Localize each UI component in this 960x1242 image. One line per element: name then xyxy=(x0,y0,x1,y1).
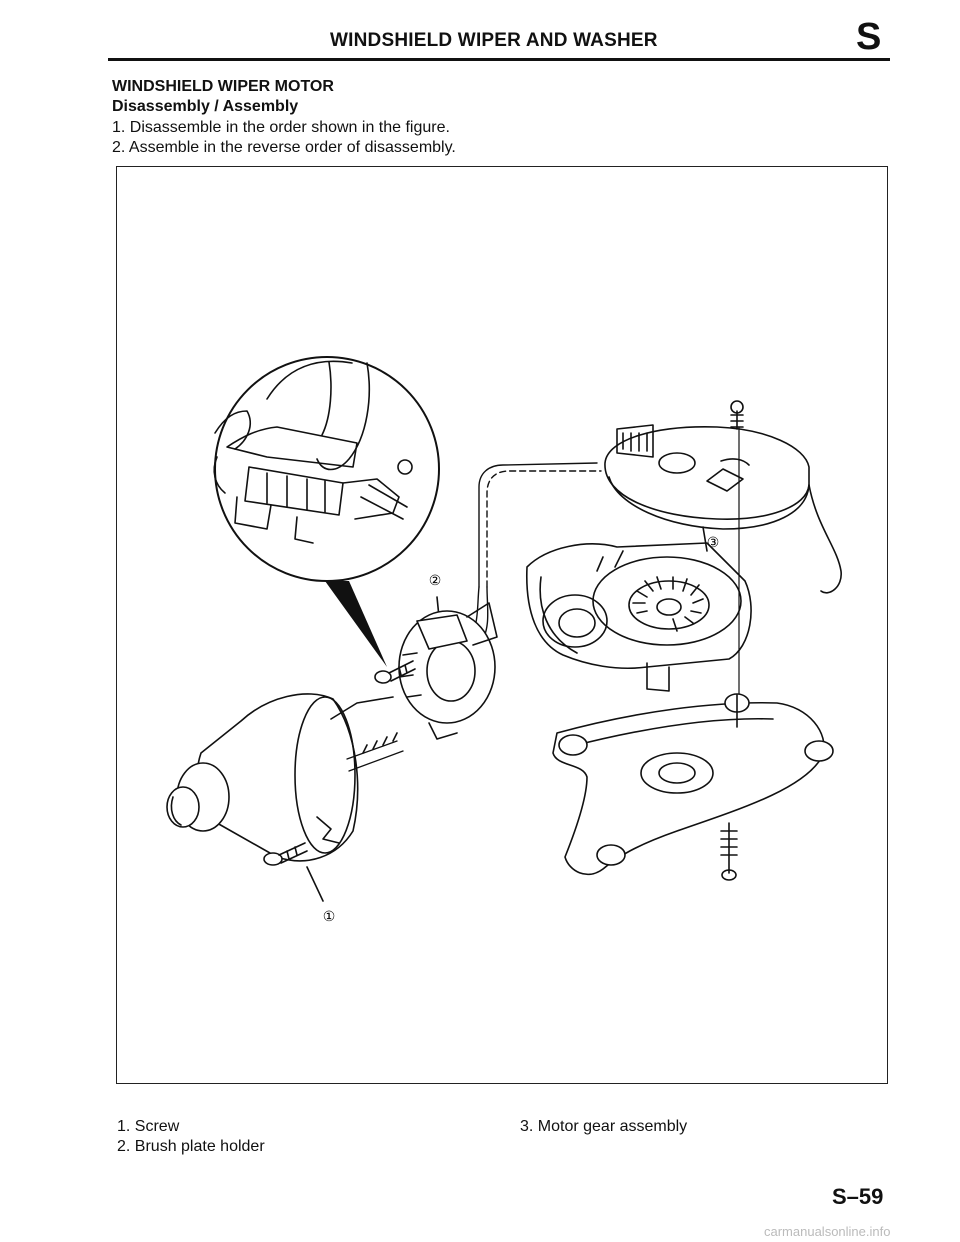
procedure-step: 1. Disassemble in the order shown in the… xyxy=(112,119,450,136)
brush-plate-holder xyxy=(398,602,498,740)
site-watermark: carmanualsonline.info xyxy=(764,1224,891,1239)
parts-legend-left: 1. Screw 2. Brush plate holder xyxy=(117,1117,265,1157)
procedure-step: 2. Assemble in the reverse order of disa… xyxy=(112,139,456,156)
leader-line xyxy=(702,526,708,552)
motor-gear-assembly xyxy=(526,542,752,692)
legend-item: 2. Brush plate holder xyxy=(117,1138,265,1155)
callout-marker-1: ① xyxy=(323,910,336,925)
gear-cover xyxy=(604,400,842,594)
page-header-title: WINDSHIELD WIPER AND WASHER xyxy=(330,30,658,51)
detail-pointer xyxy=(325,581,387,667)
callout-1: ① xyxy=(323,910,336,925)
callout-marker-2: ② xyxy=(429,574,442,589)
page-number: S–59 xyxy=(832,1184,884,1209)
header-rule xyxy=(108,58,890,61)
brush-holder-screw xyxy=(374,660,416,684)
exploded-view-figure: ① ② ③ xyxy=(116,166,888,1084)
procedure-title: Disassembly / Assembly xyxy=(112,98,299,115)
callout-2: ② xyxy=(429,574,442,589)
legend-item: 1. Screw xyxy=(117,1118,180,1135)
motor-housing xyxy=(166,693,404,862)
section-title: WINDSHIELD WIPER MOTOR xyxy=(112,78,334,95)
callout-3: ③ xyxy=(707,536,720,551)
section-letter: S xyxy=(856,16,882,58)
legend-item: 3. Motor gear assembly xyxy=(520,1118,688,1135)
connector-detail-circle xyxy=(213,356,440,582)
callout-marker-3: ③ xyxy=(707,536,720,551)
leader-line xyxy=(306,866,324,902)
wiper-motor-illustration: ① ② ③ xyxy=(166,356,842,925)
mounting-base-plate xyxy=(552,693,834,881)
motor-screw xyxy=(263,842,308,866)
procedure-steps: 1. Disassemble in the order shown in the… xyxy=(112,118,456,158)
parts-legend-right: 3. Motor gear assembly xyxy=(520,1117,687,1137)
